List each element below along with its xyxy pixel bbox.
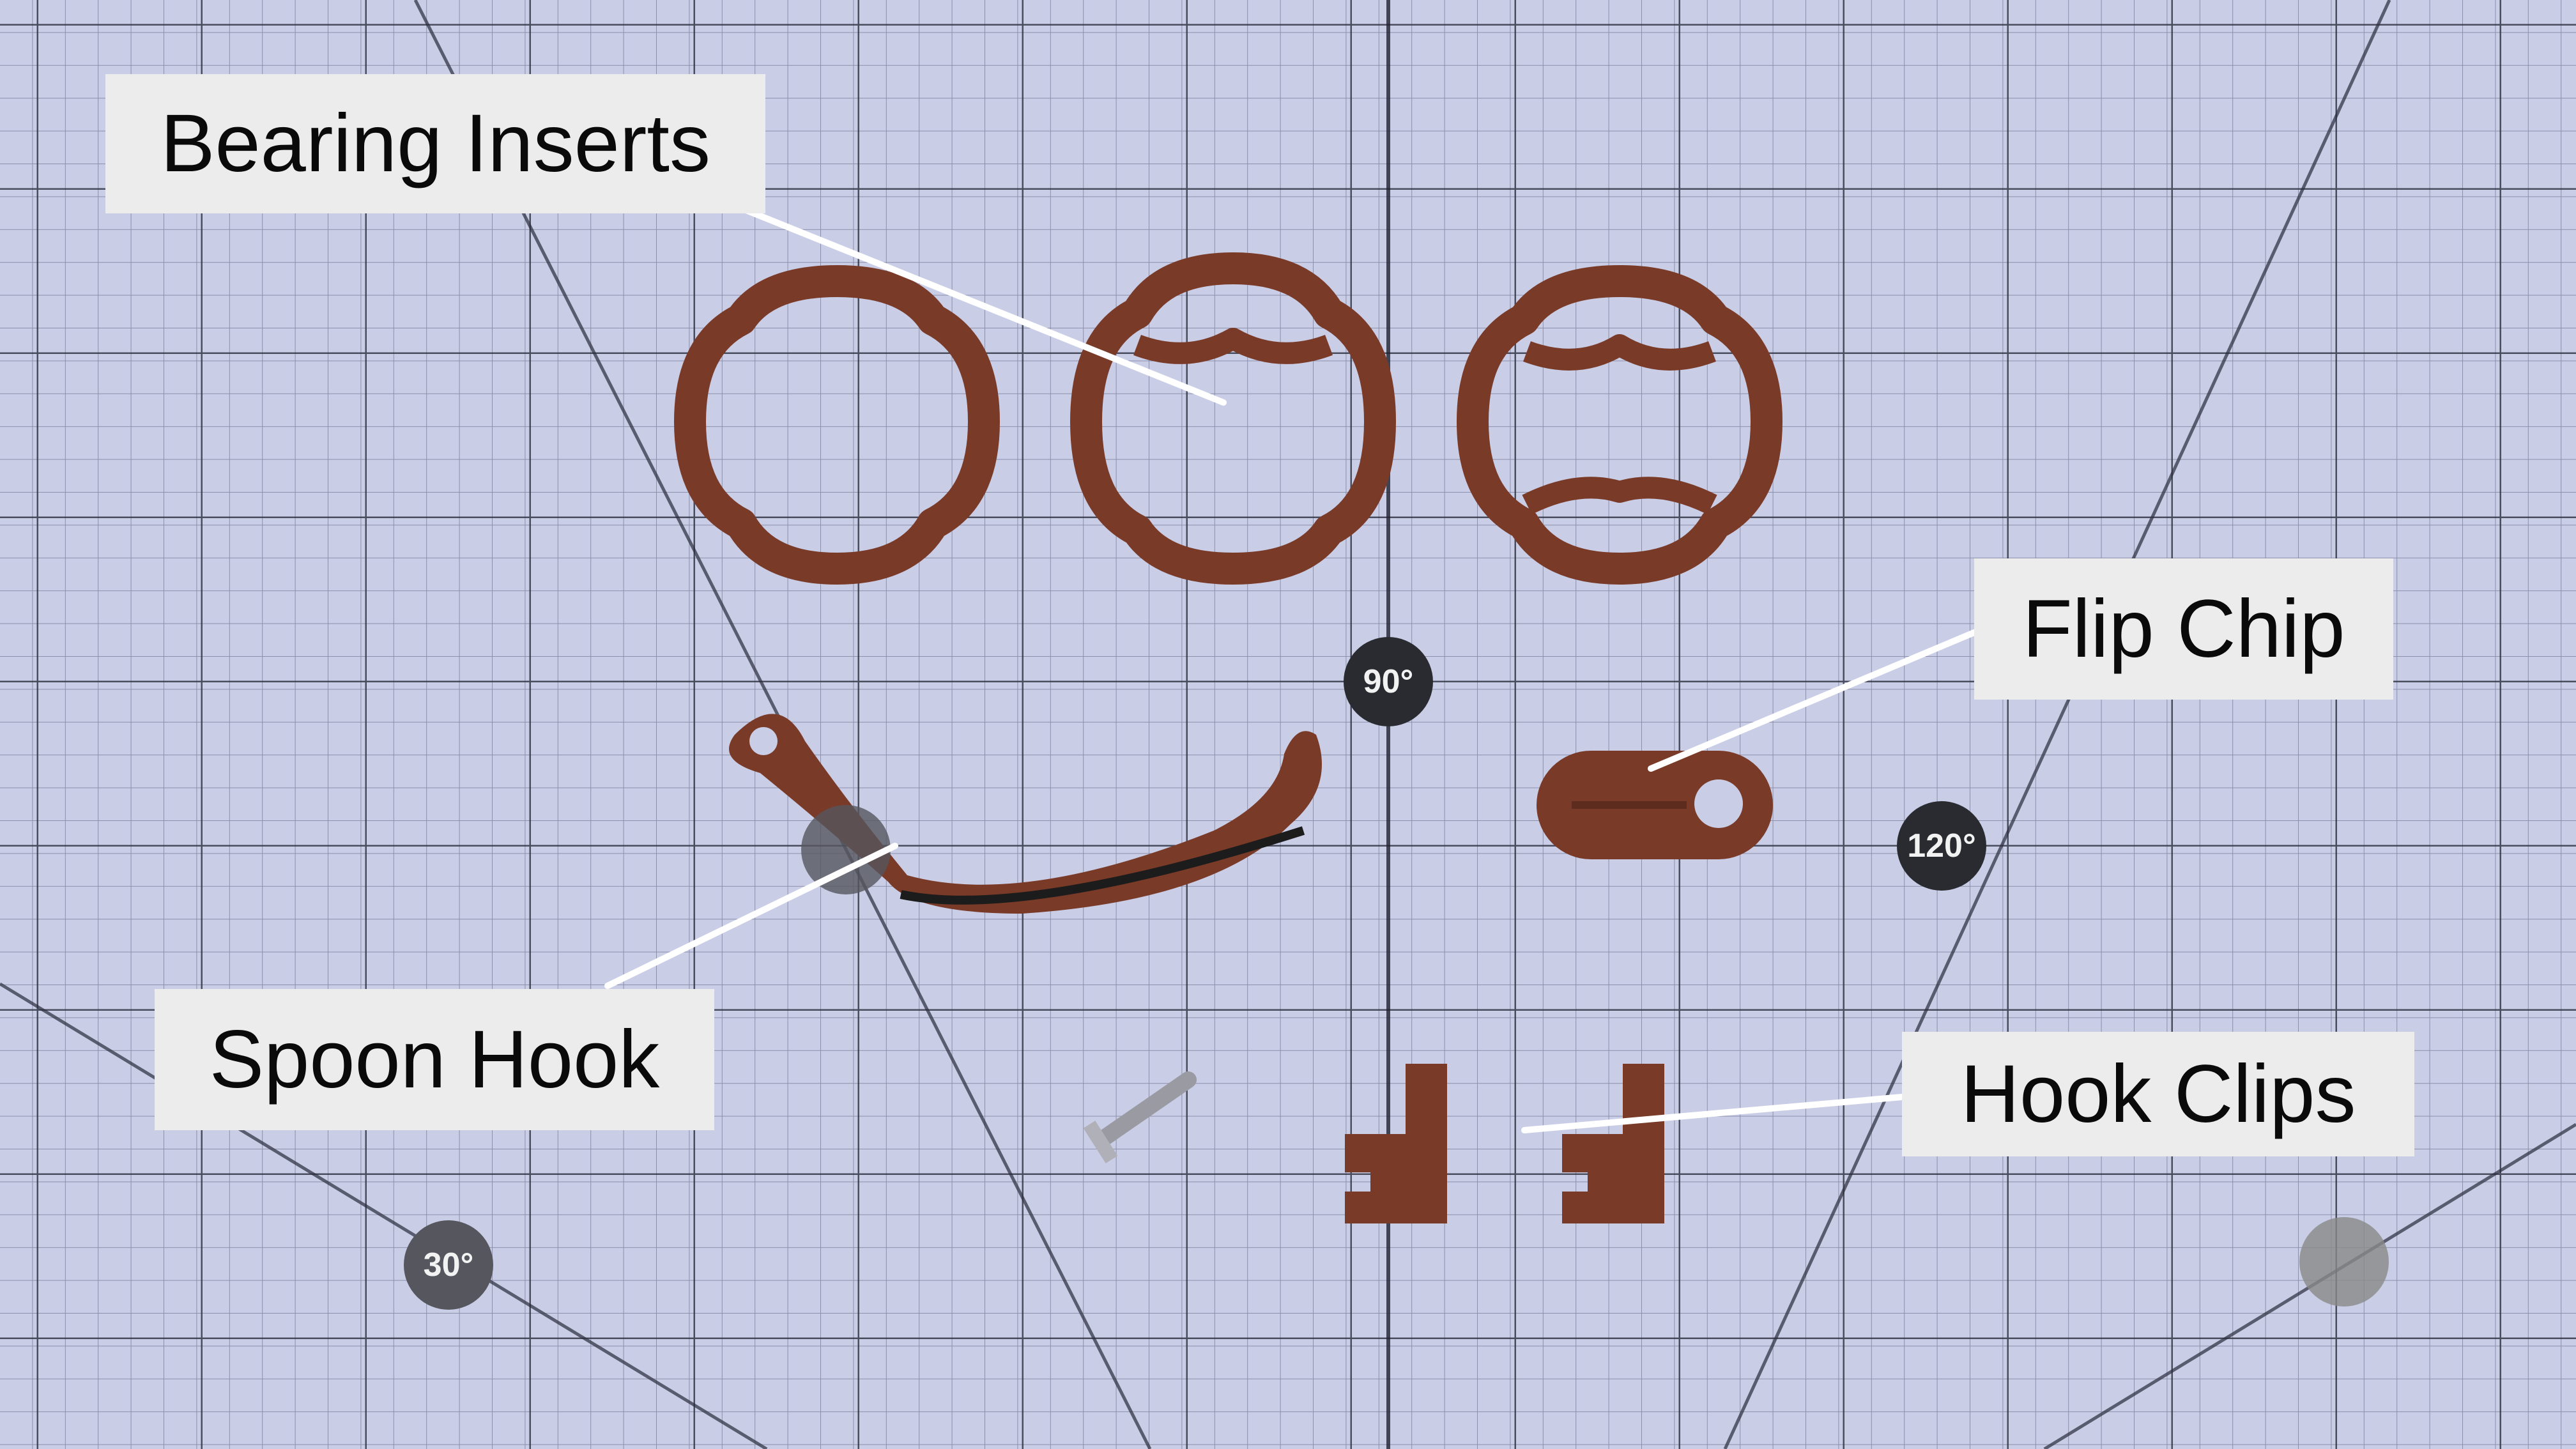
bearing-insert-1 — [674, 265, 1000, 585]
label-bearing-inserts: Bearing Inserts — [105, 74, 765, 213]
label-hook-clips: Hook Clips — [1902, 1032, 2414, 1156]
hook-clip-2 — [1562, 1064, 1664, 1223]
bearing-inserts — [674, 252, 1782, 585]
angle-marker-30: 30° — [404, 1220, 493, 1310]
svg-text:30°: 30° — [424, 1246, 474, 1284]
angle-marker-faded — [2299, 1217, 2389, 1307]
hook-clips — [1345, 1064, 1664, 1223]
angle-marker-partial — [801, 805, 891, 894]
hook-clip-1 — [1345, 1064, 1447, 1223]
svg-text:120°: 120° — [1907, 827, 1976, 864]
leader-lines — [604, 194, 1977, 1133]
label-flip-chip: Flip Chip — [1974, 558, 2393, 700]
bearing-insert-3 — [1457, 265, 1782, 585]
leader-bearing-inserts — [711, 194, 1227, 406]
screw — [1083, 1071, 1197, 1163]
svg-text:90°: 90° — [1363, 663, 1414, 700]
angle-marker-90: 90° — [1344, 637, 1433, 726]
leader-hook-clips — [1521, 1094, 1905, 1133]
leader-flip-chip — [1648, 629, 1977, 772]
bearing-insert-2 — [1070, 252, 1396, 585]
flip-chip — [1537, 751, 1773, 859]
leader-spoon-hook — [604, 843, 898, 989]
label-spoon-hook: Spoon Hook — [155, 989, 714, 1130]
angle-marker-120: 120° — [1897, 801, 1986, 891]
